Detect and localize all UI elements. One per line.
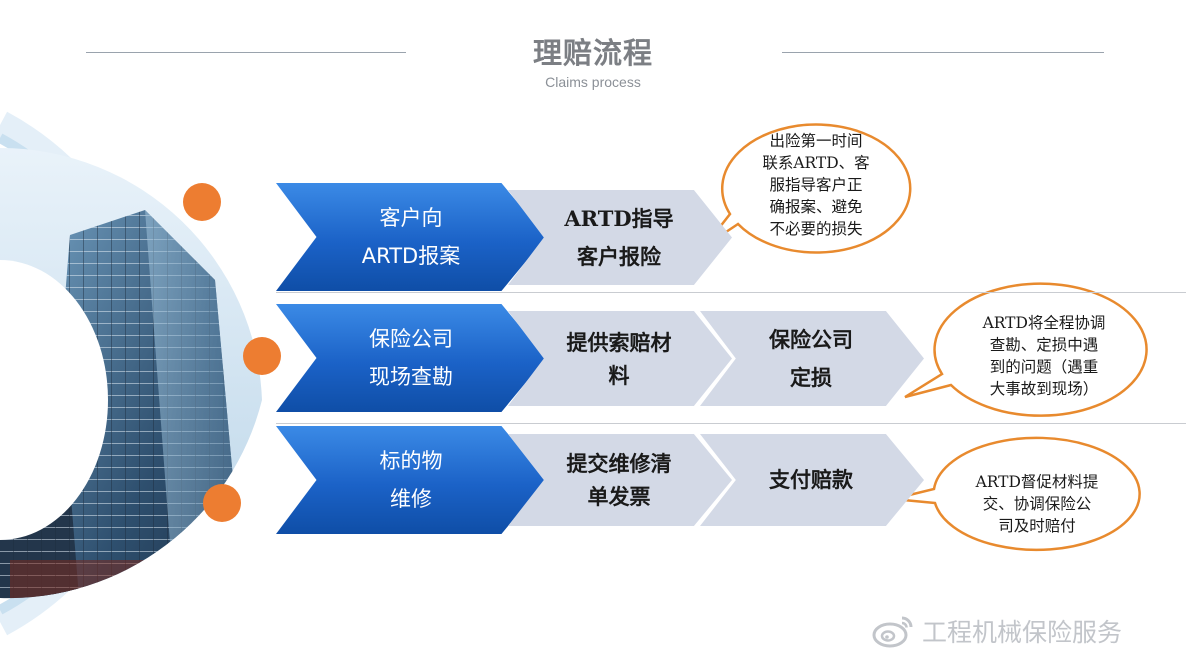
step-submit-invoices (508, 434, 732, 526)
step-report-to-artd (276, 183, 546, 291)
step-provide-materials (508, 311, 732, 406)
step-insurer-survey (276, 304, 546, 412)
step-pay-claim (700, 434, 924, 526)
marker-dot-1 (183, 183, 221, 221)
crescent-cutout (0, 260, 108, 540)
weibo-icon (872, 616, 913, 648)
title-rule-left (86, 52, 406, 53)
note-text-1: 出险第一时间联系ARTD、客服指导客户正确报案、避免不必要的损失 (762, 132, 870, 238)
watermark-text: 工程机械保险服务 (922, 618, 1123, 647)
note-text-3: ARTD督促材料提交、协调保险公司及时赔付 (975, 473, 1099, 535)
row-separator-1 (276, 292, 1186, 293)
note-bubble-3 (892, 436, 1141, 552)
page-subtitle: Claims process (545, 74, 641, 90)
page-title: 理赔流程 (532, 36, 653, 70)
note-bubble-2 (904, 282, 1148, 417)
note-text-2: ARTD将全程协调查勘、定损中遇到的问题（遇重大事故到现场） (982, 314, 1106, 398)
watermark: 工程机械保险服务 (872, 613, 1122, 649)
title-rule-right (782, 52, 1104, 53)
marker-dot-3 (203, 484, 241, 522)
step-repair (276, 426, 546, 534)
note-bubble-1 (704, 123, 912, 254)
row-separator-2 (276, 423, 1186, 424)
step-artd-guide (508, 190, 732, 285)
step-loss-assessment (700, 311, 924, 406)
marker-dot-2 (243, 337, 281, 375)
